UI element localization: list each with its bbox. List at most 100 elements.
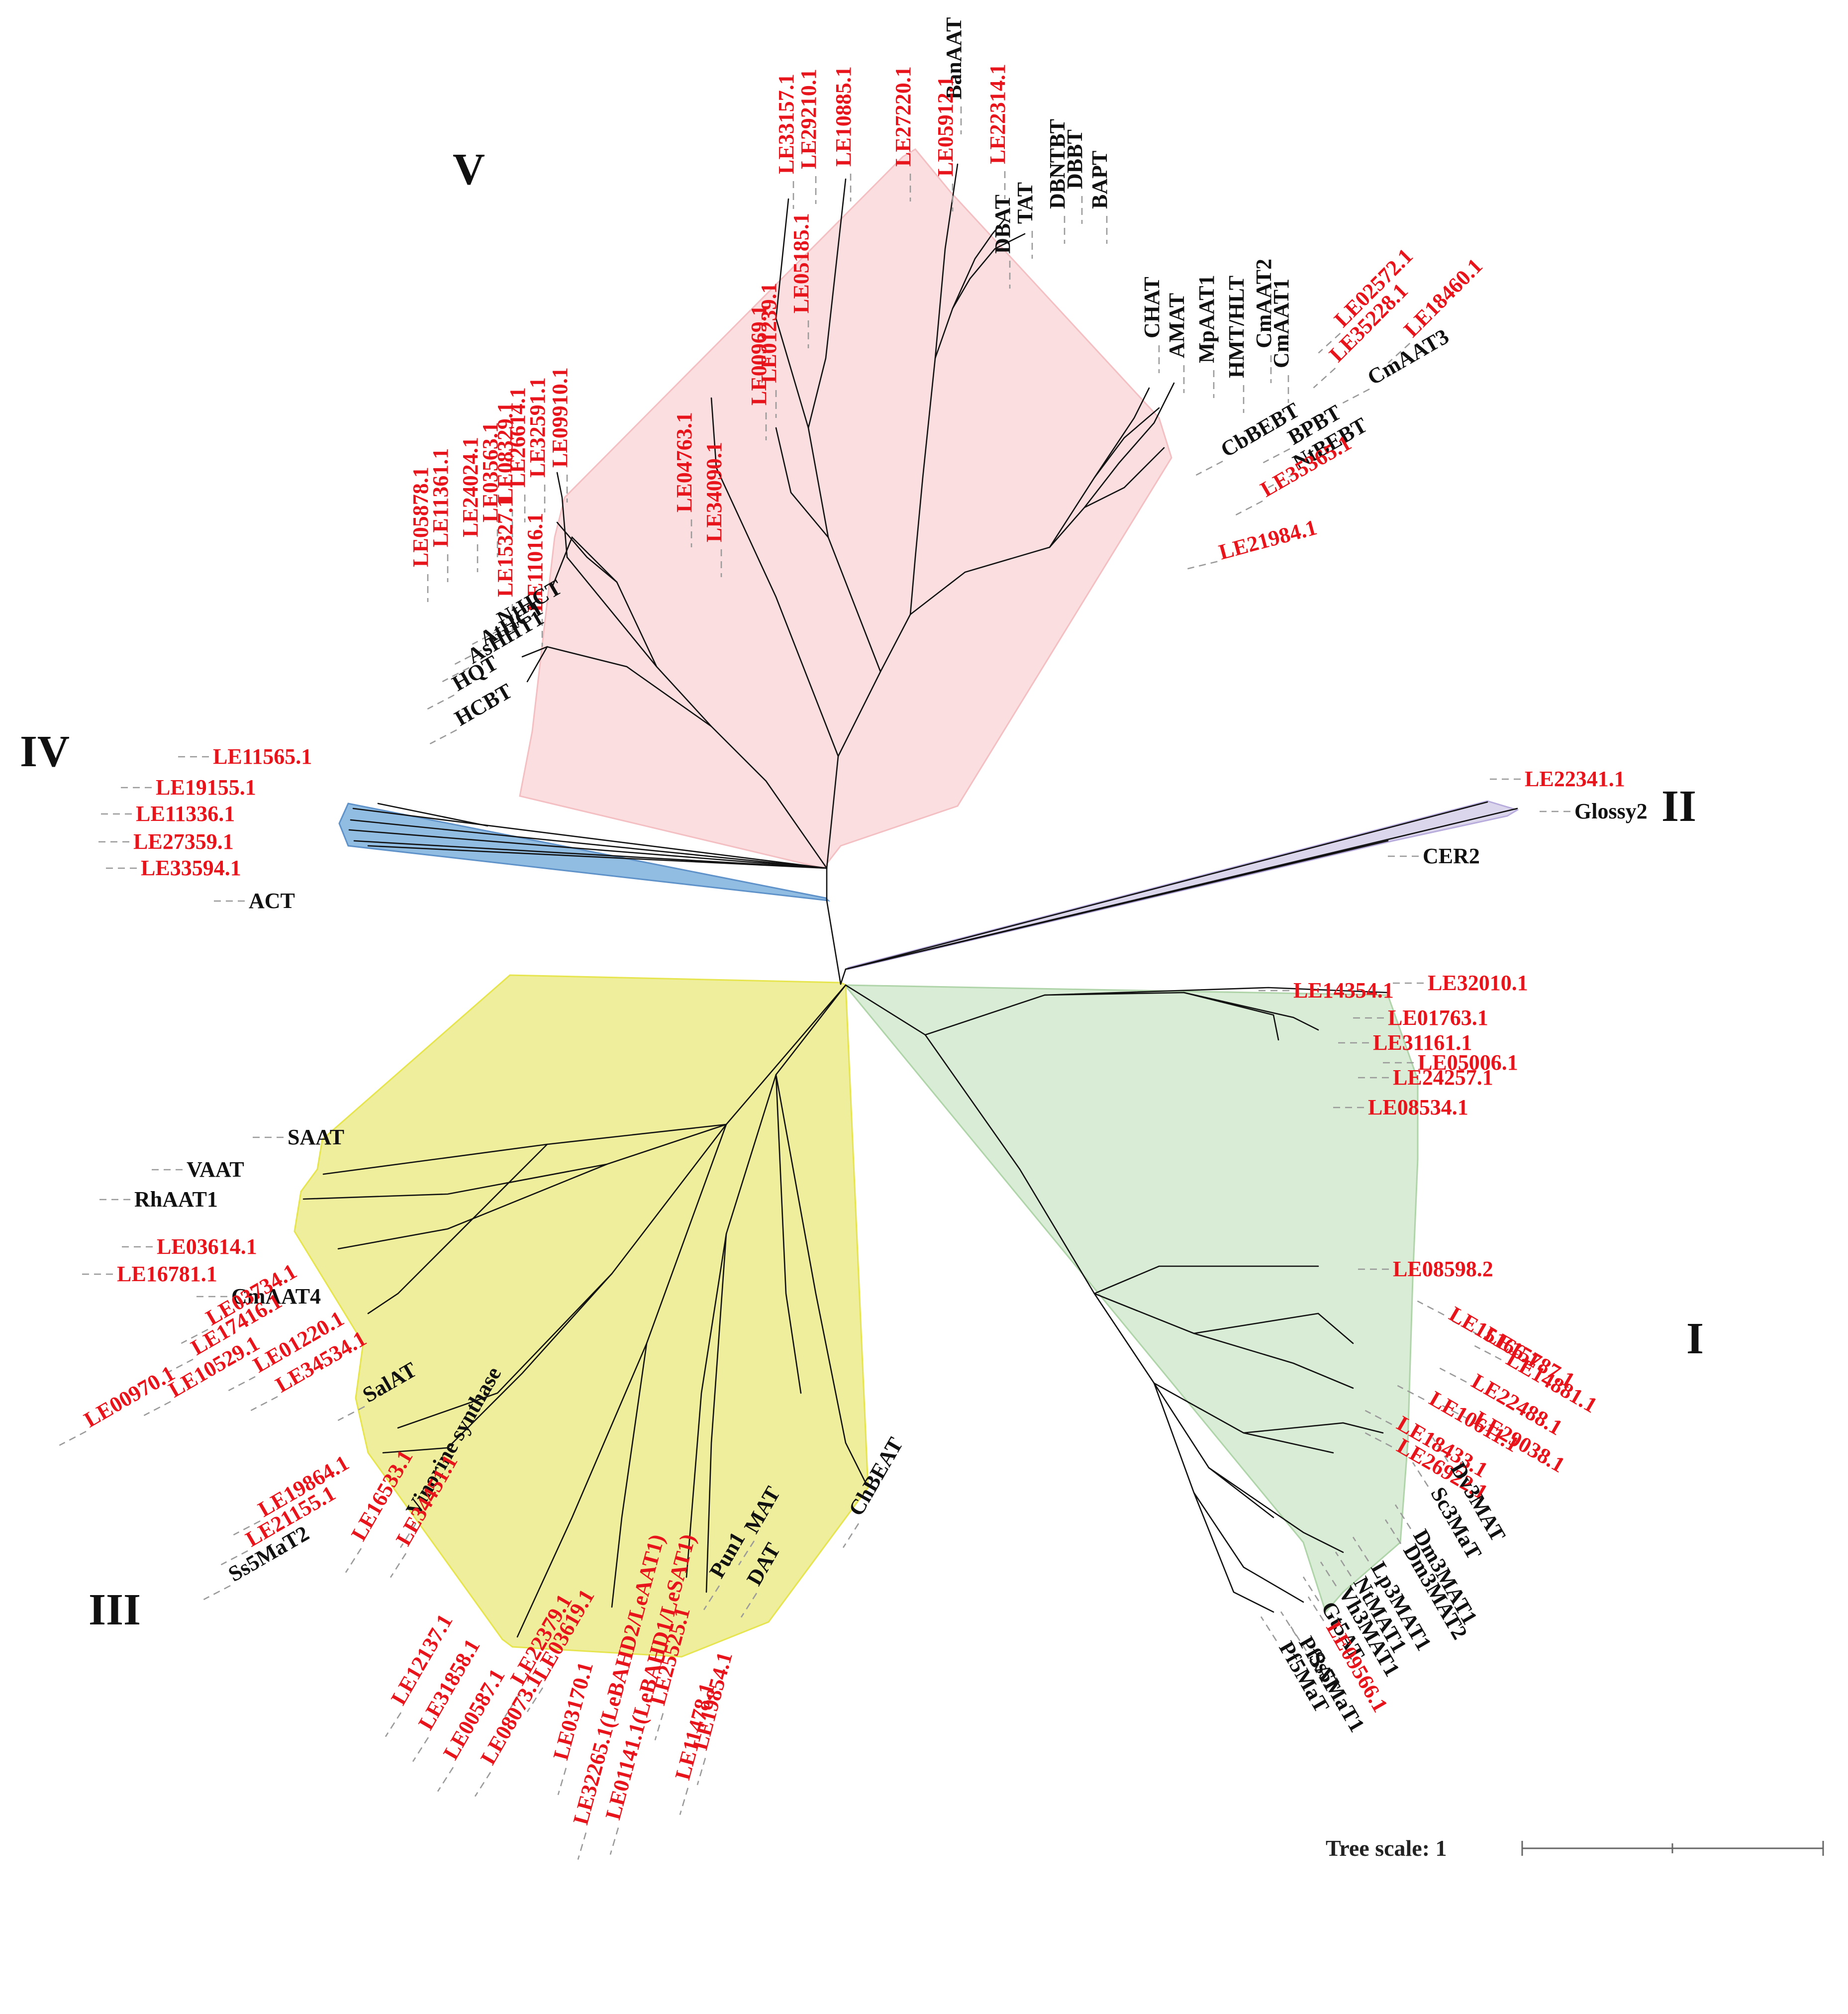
leaf-label-le10885-1: LE10885.1 [831,66,856,167]
leaf-label-hmt-hlt: HMT/HLT [1224,276,1249,378]
clade-label-iv: IV [20,727,70,776]
leaf-leader-line [1452,1320,1479,1336]
leaf-label-le33594-1: LE33594.1 [141,856,241,880]
leaf-label-le22341-1: LE22341.1 [1525,767,1625,791]
leaf-leader-line [1352,1536,1369,1562]
leaf-label-chat: CHAT [1140,277,1164,338]
leaf-leader-line [740,1593,758,1618]
leaf-leader-line [738,1540,755,1566]
tree-branch [775,427,881,673]
tree-branch [348,829,828,869]
tree-branch [1093,387,1150,479]
tree-branch [705,1233,727,1593]
leaf-label-le11016-1: LE11016.1 [523,513,547,612]
leaf-label-banaat: BanAAT [942,17,966,100]
leaf-label-le33157-1: LE33157.1 [774,74,798,174]
leaf-leader-line [166,1358,194,1374]
tree-branch [840,968,847,985]
clade-label-iii: III [89,1585,141,1634]
leaf-leader-line [1260,1616,1277,1641]
leaf-leader-line [1474,1345,1502,1361]
tree-branch [952,218,1006,309]
leaf-label-le11565-1: LE11565.1 [213,744,312,769]
leaf-leader-line [345,1548,362,1573]
leaf-leader-line [703,1585,720,1611]
leaf-leader-line [609,1827,619,1855]
leaf-label-le03614-1: LE03614.1 [157,1234,257,1259]
tree-branch [302,1123,727,1200]
leaf-leader-line [427,694,455,710]
leaf-leader-line [385,1712,402,1737]
tree-branch [775,198,809,429]
leaf-label-amat: AMAT [1165,293,1189,358]
leaf-label-le08598-2: LE08598.2 [1393,1257,1493,1281]
leaf-leader-line [442,667,470,683]
tree-branch [1153,1382,1304,1603]
tree-branch [1193,1492,1274,1613]
tree-branch [556,521,658,668]
leaf-label-le08329-1: LE08329.1 [493,402,517,503]
leaf-leader-line [472,629,499,645]
leaf-leader-line [1320,1561,1337,1587]
tree-branch [350,819,828,869]
leaf-label-le34090-1: LE34090.1 [702,442,726,542]
leaf-leader-line [557,1768,567,1795]
leaf-label-rhaat1: RhAAT1 [134,1187,218,1211]
leaf-label-le16781-1: LE16781.1 [117,1262,217,1286]
tree-branch [934,233,1026,359]
tree-branch [337,1163,608,1250]
clade-label-i: I [1686,1314,1704,1363]
clade-iv-shading [338,803,831,902]
clade-iii-shading [293,974,869,1658]
leaf-leader-line [1342,388,1370,404]
leaf-label-le26614-1: LE26614.1 [505,387,530,488]
tree-branch [352,807,828,869]
tree-branch [526,646,712,727]
leaf-leader-line [399,1523,417,1548]
leaf-label-le29210-1: LE29210.1 [796,69,821,169]
leaf-label-le15327-1: LE15327.1 [493,497,517,597]
leaf-label-dbntbt: DBNTBT [1045,119,1070,209]
tree-branch [322,984,847,1175]
tree-branch [611,1342,648,1608]
leaf-leader-line [1302,1576,1320,1602]
leaf-label-le05878-1: LE05878.1 [408,467,433,567]
leaf-leader-line [504,1692,521,1717]
tree-branch [775,1074,802,1394]
leaf-leader-line [250,1396,278,1411]
leaf-label-le27359-1: LE27359.1 [133,829,234,854]
leaf-label-le14354-1: LE14354.1 [1293,978,1394,1003]
leaf-leader-line [59,1430,87,1446]
leaf-label-le08534-1: LE08534.1 [1368,1095,1468,1119]
leaf-label-le22314-1: LE22314.1 [985,64,1010,164]
leaf-leader-line [1397,1385,1425,1401]
leaf-label-le01239-1: LE01239.1 [757,283,781,383]
leaf-leader-line [1432,1437,1449,1462]
leaf-label-glossy2: Glossy2 [1574,799,1648,823]
leaf-label-tat: TAT [1013,182,1037,224]
leaf-label-dbat: DBAT [990,195,1015,254]
tree-branch [1093,1293,1334,1454]
leaf-label-le00970-1: LE00970.1 [80,1361,179,1432]
tree-branch [1243,1422,1384,1434]
leaf-leader-line [1442,1405,1469,1420]
leaf-leader-line [1307,1596,1325,1621]
leaf-leader-line [454,649,482,665]
leaf-leader-line [1195,460,1223,476]
tree-branch [556,472,568,558]
leaf-leader-line [1364,1410,1392,1425]
tree-branch [1208,1467,1344,1553]
tree-branch [909,163,959,615]
leaf-label-bapt: BAPT [1087,151,1112,209]
tree-branch [367,845,828,869]
leaf-label-le00969-1: LE00969.1 [747,305,771,405]
clade-label-ii: II [1661,782,1696,831]
tree-branch [516,1123,727,1638]
tree-branch [1049,407,1160,548]
tree-branch [775,1074,867,1484]
leaf-leader-line [228,1376,256,1392]
tree-branch [377,803,488,827]
leaf-label-le31161-1: LE31161.1 [1373,1030,1472,1055]
leaf-leader-line [1412,1462,1429,1487]
